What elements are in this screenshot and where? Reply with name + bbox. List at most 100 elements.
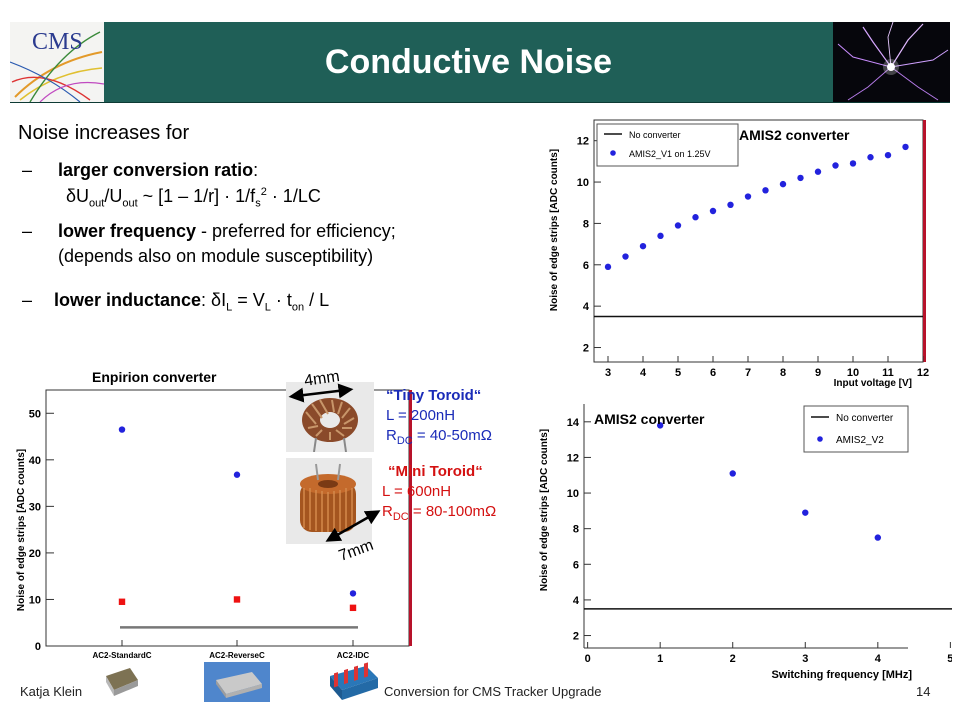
capacitor-reverse-graphic: [204, 662, 270, 702]
bullet-3-bold: lower inductance: [54, 290, 202, 310]
chart2-xlabel: Switching frequency [MHz]: [771, 669, 912, 681]
bullet-1-rest: :: [253, 160, 259, 180]
chart3-ylabel: Noise of edge strips [ADC counts]: [16, 449, 27, 611]
cms-logo: CMS: [10, 22, 104, 102]
ind-sub-l-2: L: [264, 301, 271, 314]
data-point: [657, 232, 664, 240]
ind-eq: = V: [232, 290, 265, 310]
data-point: [674, 222, 682, 229]
page-number: 14: [916, 684, 931, 699]
bullet-2-rest: - preferred for efficiency;: [196, 221, 396, 241]
capacitor-idc-graphic: [330, 662, 378, 700]
y-tick-label: 30: [29, 501, 41, 513]
y-tick-label: 6: [583, 260, 589, 272]
chart2-title: AMIS2 converter: [594, 411, 705, 427]
chart2-legend-series: AMIS2_V2: [836, 435, 884, 446]
header-bar: [10, 22, 950, 103]
chart3-edge: [409, 390, 412, 646]
capacitor-standard-photo: [100, 662, 142, 702]
data-point-square: [233, 596, 241, 603]
data-point: [727, 201, 734, 209]
y-tick-label: 2: [573, 631, 579, 643]
y-tick-label: 6: [573, 559, 579, 571]
y-tick-label: 4: [583, 301, 590, 313]
bullet-dash: –: [22, 160, 33, 180]
y-tick-label: 8: [583, 218, 589, 230]
bullet-2-bold: lower frequency: [58, 221, 197, 241]
page-title: Conductive Noise: [324, 42, 613, 81]
bullet-2: –: [22, 221, 32, 242]
y-tick-label: 0: [35, 641, 41, 653]
x-tick-label: 12: [917, 367, 929, 379]
data-point: [884, 151, 892, 159]
mini-r-value: = 80-100mΩ: [408, 503, 497, 520]
bullet-dash: –: [22, 290, 33, 310]
ind-colon: : δI: [201, 290, 227, 310]
y-tick-label: 40: [29, 455, 41, 467]
bullet-3: –: [22, 290, 32, 311]
x-tick-label: 1: [657, 653, 663, 665]
y-tick-label: 12: [567, 452, 579, 464]
tiny-toroid-name: “Tiny Toroid“: [386, 387, 482, 404]
chart1-ylabel: Noise of edge strips [ADC counts]: [549, 149, 560, 311]
ind-end: / L: [304, 290, 330, 310]
chart3-title: Enpirion converter: [92, 369, 217, 385]
data-point: [639, 242, 647, 250]
x-tick-label: 9: [815, 367, 821, 379]
legend-point-marker: [817, 436, 823, 442]
x-tick-label: 5: [947, 653, 952, 665]
data-point: [779, 180, 787, 188]
bullet-dash: –: [22, 221, 33, 241]
data-point: [604, 263, 612, 271]
x-tick-label: 2: [730, 653, 736, 665]
chart2-ylabel: Noise of edge strips [ADC counts]: [539, 429, 550, 591]
mini-toroid-label: “Mini Toroid“ L = 600nH RDC = 80-100mΩ: [382, 462, 496, 527]
capacitor-reverse-photo: [204, 662, 270, 702]
tiny-r: R: [386, 427, 397, 444]
bullet-1: –: [22, 160, 32, 181]
formula-sub-out: out: [89, 197, 105, 210]
y-tick-label: 14: [567, 417, 580, 429]
y-tick-label: 20: [29, 548, 41, 560]
ind-sub-l: L: [226, 301, 233, 314]
tiny-r-value: = 40-50mΩ: [412, 427, 492, 444]
category-label: AC2-ReverseC: [209, 651, 265, 660]
mini-r-sub: DC: [392, 511, 409, 523]
data-point: [849, 160, 857, 167]
data-point-square: [118, 598, 126, 605]
mini-toroid-resistance: RDC = 80-100mΩ: [382, 502, 496, 527]
formula-sub-s: s: [255, 197, 261, 210]
y-tick-label: 2: [583, 343, 589, 355]
data-point: [867, 154, 874, 161]
y-tick-label: 50: [29, 408, 41, 420]
x-tick-label: 0: [585, 653, 591, 665]
x-tick-label: 8: [780, 367, 786, 379]
tiny-toroid-inductance: L = 200nH: [386, 407, 456, 424]
y-tick-label: 10: [567, 488, 579, 500]
data-point: [233, 471, 241, 478]
bullet-1-bold: larger conversion ratio: [58, 160, 254, 180]
x-tick-label: 11: [882, 367, 894, 379]
data-point: [622, 253, 629, 260]
mini-r: R: [382, 503, 393, 520]
x-tick-label: 6: [710, 367, 716, 379]
mini-toroid-name: “Mini Toroid“: [388, 463, 483, 480]
chart1-legend: [596, 123, 739, 167]
data-point: [762, 187, 769, 194]
x-tick-label: 3: [802, 653, 808, 665]
data-point: [729, 470, 736, 477]
footer-title: Conversion for CMS Tracker Upgrade: [384, 684, 602, 699]
x-tick-label: 4: [875, 653, 882, 665]
chart1-edge: [923, 120, 926, 362]
chart1-xlabel: Input voltage [V]: [834, 378, 912, 389]
bullet-2-line2: (depends also on module susceptibility): [58, 246, 374, 266]
plasma-photo-graphic: [833, 22, 950, 102]
formula-slash: /U: [104, 186, 123, 206]
y-tick-label: 10: [29, 594, 41, 606]
chart2-legend: [803, 405, 909, 453]
y-tick-label: 4: [573, 595, 580, 607]
tiny-arrow-line: [288, 383, 354, 403]
x-tick-label: 3: [605, 367, 611, 379]
